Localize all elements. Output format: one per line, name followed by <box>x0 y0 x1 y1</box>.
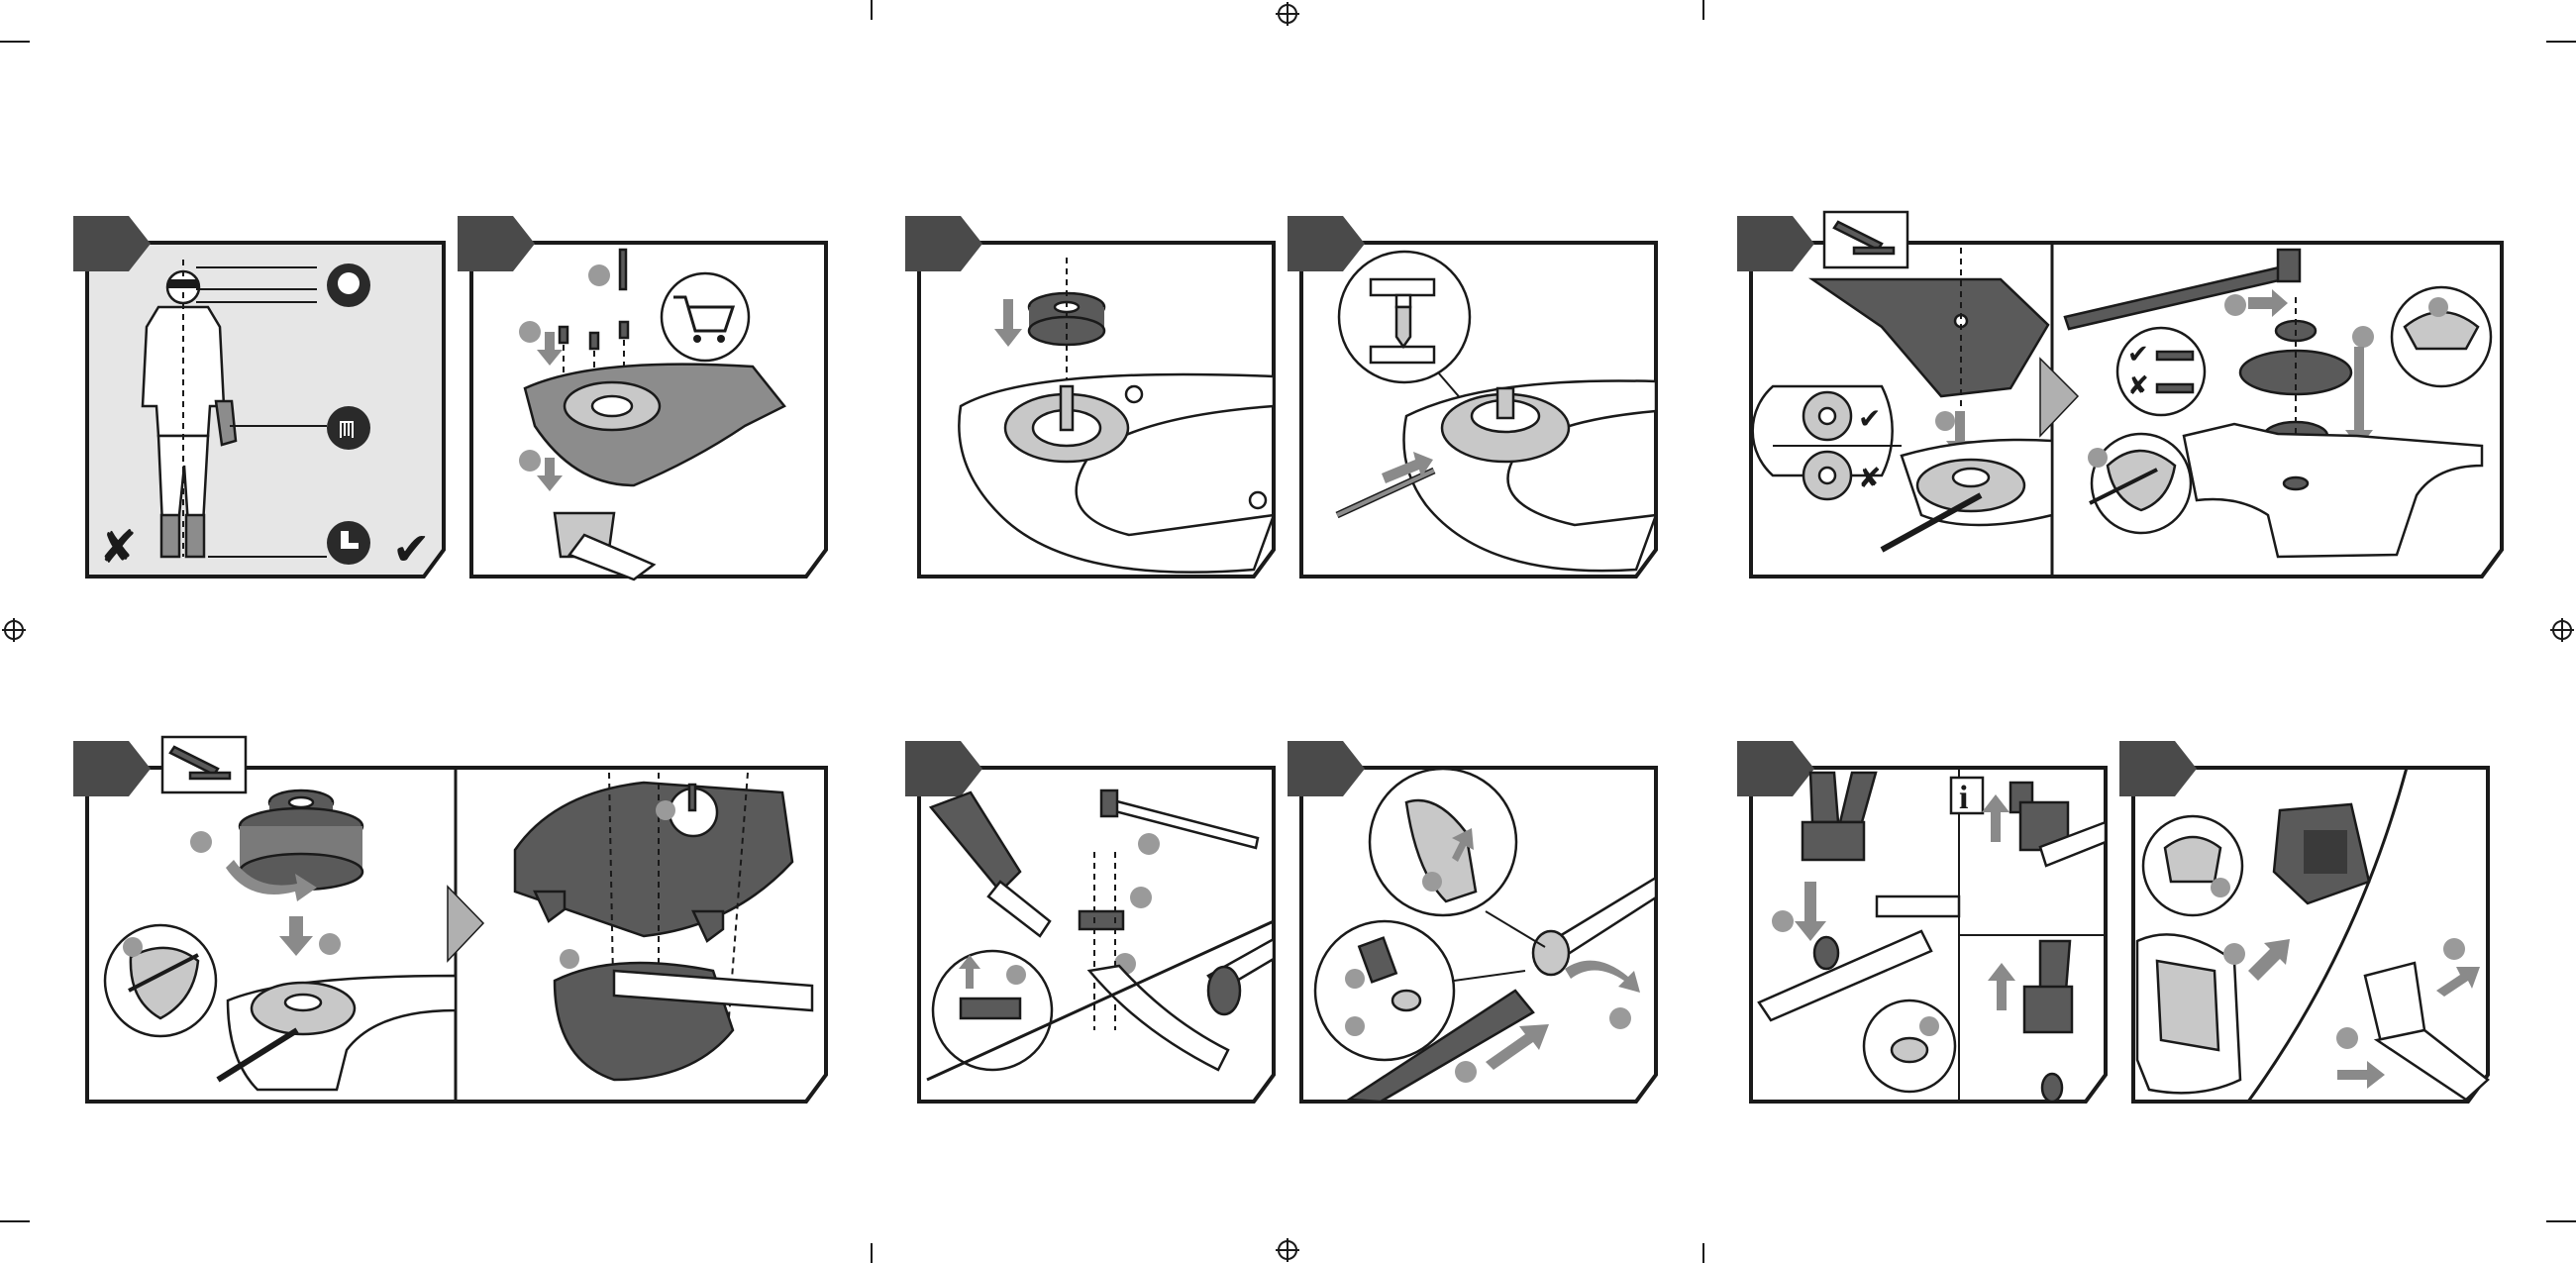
clamp-detail-callout <box>933 951 1052 1070</box>
battery-latch-callout <box>2143 816 2242 915</box>
panel-harness-hook: i <box>1737 741 2106 1102</box>
cross-mark-icon: ✘ <box>2127 371 2149 401</box>
tool-required-icon <box>1824 212 1907 267</box>
check-mark-icon: ✔ <box>392 522 431 576</box>
registration-mark-top <box>1276 2 1299 26</box>
panel-handle-clamp <box>905 741 1274 1102</box>
nut-orientation-callout: ✔ ✘ <box>2117 328 2205 415</box>
panel-blade-fitting: ✔ ✘ ✔ ✘ <box>1737 212 2502 577</box>
locking-tool-callout <box>105 925 216 1036</box>
tool-required-icon <box>162 737 246 792</box>
check-mark-icon: ✔ <box>2127 340 2149 369</box>
panel-spool-head <box>73 737 826 1102</box>
hook-detail-callout <box>1864 1000 1955 1092</box>
registration-mark-right <box>2550 618 2574 642</box>
cross-mark-icon: ✘ <box>99 520 138 574</box>
panel-battery-insertion <box>2119 741 2488 1102</box>
info-badge: i <box>1951 778 1983 816</box>
check-mark-icon: ✔ <box>1858 402 1881 435</box>
panel-guard-screws <box>458 216 826 579</box>
spare-parts-cart-callout <box>662 273 749 361</box>
pin-detail-callout <box>1339 252 1470 382</box>
registration-mark-bottom <box>1276 1238 1299 1262</box>
panel-spacer-on-shaft <box>905 216 1274 577</box>
blade-orientation-callout <box>2392 287 2491 386</box>
panel-guard-pin-lock <box>1288 216 1656 577</box>
registration-mark-left <box>2 618 26 642</box>
cross-mark-icon: ✘ <box>1858 462 1881 494</box>
tube-lock-callout <box>1315 921 1454 1060</box>
panel-shaft-coupling <box>1288 741 1656 1102</box>
coupling-detail-callout <box>1370 769 1516 915</box>
info-label: i <box>1959 780 1968 816</box>
panel-safety-equipment: ✘ ✔ <box>73 216 444 577</box>
